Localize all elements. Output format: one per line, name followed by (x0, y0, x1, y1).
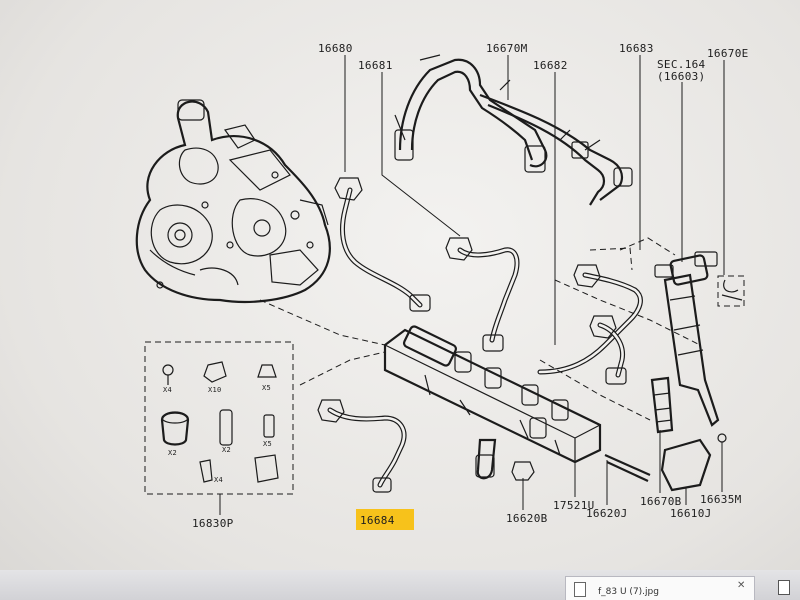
file-name: f_83 U (7).jpg (598, 587, 659, 597)
label-16635m: 16635M (700, 493, 742, 506)
label-16682: 16682 (533, 59, 568, 72)
kit-qty-4: X2 (168, 449, 177, 457)
injector-illustration (604, 251, 743, 492)
rail-ports (454, 351, 569, 439)
kit-qty-7: X4 (214, 476, 223, 484)
label-sec-164: SEC.164 (657, 58, 706, 71)
document-icon (574, 582, 586, 597)
label-16684: 16684 (360, 514, 395, 527)
wire-harness-illustration (394, 54, 633, 206)
close-icon[interactable]: ✕ (737, 580, 746, 591)
label-sec-16603: (16603) (657, 70, 705, 83)
label-16670b: 16670B (640, 495, 682, 508)
label-16620b: 16620B (506, 512, 548, 525)
label-16830p: 16830P (192, 517, 234, 530)
kit-parts (160, 361, 279, 483)
label-16683: 16683 (619, 42, 654, 55)
leader-lines (219, 55, 725, 515)
label-17521u: 17521U (553, 499, 595, 512)
injection-pipes (317, 177, 643, 493)
document-icon[interactable] (778, 580, 790, 595)
kit-qty-1: X4 (163, 386, 172, 394)
label-16670m: 16670M (486, 42, 528, 55)
file-tab[interactable]: f_83 U (7).jpg (565, 576, 755, 600)
label-16680: 16680 (318, 42, 353, 55)
fuel-pump-illustration (135, 99, 331, 304)
fuel-rail-illustration (383, 325, 602, 481)
label-16681: 16681 (358, 59, 393, 72)
label-16620j: 16620J (586, 507, 628, 520)
assembly-lines (259, 237, 745, 421)
highlight-box (356, 509, 414, 530)
kit-qty-2: X10 (208, 386, 222, 394)
kit-qty-6: X5 (263, 440, 272, 448)
kit-qty-3: X5 (262, 384, 271, 392)
kit-qty-5: X2 (222, 446, 231, 454)
label-16610j: 16610J (670, 507, 712, 520)
seal-kit-box: X4 X10 X5 X2 X2 X5 X4 (144, 341, 294, 495)
label-16670e: 16670E (707, 47, 749, 60)
